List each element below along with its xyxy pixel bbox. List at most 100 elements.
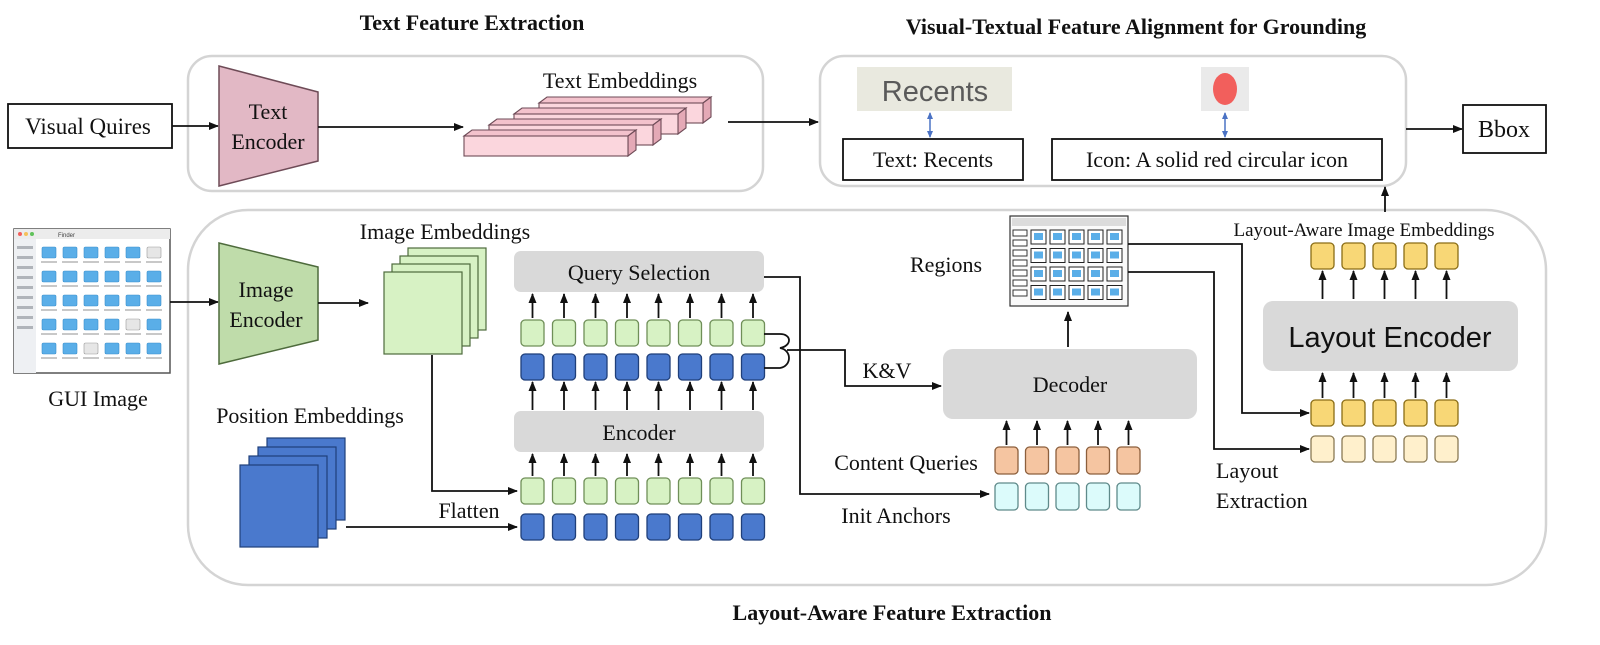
gui-document-icon [125,318,141,331]
recents-crop-text: Recents [882,76,988,108]
encoder-input-token-green [551,477,577,505]
gui-item-caption [62,333,78,335]
position-embeddings-label: Position Embeddings [216,403,404,428]
text-query-box [842,138,1024,181]
text-encoder [218,65,319,187]
gui-item-caption [146,261,162,263]
region-folder [1091,251,1100,259]
anchor-query-token [1024,482,1050,511]
gui-folder-icon [83,246,99,259]
content-query-token [1024,446,1050,475]
region-embedding-token [1341,399,1366,427]
image-embedding-map [383,271,463,355]
region-embedding-token [1403,399,1428,427]
regions-toolbar [1012,218,1126,226]
bbox-box [1462,104,1547,154]
encoder-input-token-green [740,477,766,505]
query-selection-to-anchors-arrow [764,276,990,498]
gui-sidebar-entry [17,306,33,309]
region-folder [1110,233,1119,240]
flatten-label: Flatten [438,498,499,523]
encoder-output-token-blue [551,353,577,381]
gui-folder-icon [83,318,99,331]
layout-aware-embedding-token [1372,242,1397,270]
anchor-query-token [1085,482,1111,511]
region-sidebar-box [1012,239,1028,247]
position-embedding-map [239,464,319,548]
gui-item-caption [83,357,99,359]
region-sidebar-box [1012,249,1028,257]
content-query-token [1116,446,1141,475]
region-folder [1110,288,1119,296]
encoder-input-token-green [646,477,671,505]
gui-item-caption [83,309,99,311]
gui-item-caption [41,309,57,311]
image-embeddings-stack [383,247,487,355]
gui-folder-icon [125,294,141,307]
gui-item-caption [62,357,78,359]
layout-aware-embedding-token [1341,242,1366,270]
gui-folder-icon [104,342,120,355]
text-embedding-bar-top [512,107,688,115]
gui-item-caption [83,285,99,287]
gui-sidebar-entry [17,296,33,299]
regions-label: Regions [910,252,982,277]
encoder-input-token-green [520,477,545,505]
gui-sidebar-entry [17,256,33,259]
text-query-label: Text: Recents [873,147,993,172]
anchor-query-token [1055,482,1080,511]
gui-item-caption [41,285,57,287]
gui-folder-icon [146,270,162,283]
text-extraction-panel [186,54,765,193]
kv-label: K&V [863,358,912,383]
encoder-output-token-green [740,319,766,347]
region-folder [1091,270,1100,277]
layout-feature-token [1341,435,1366,463]
text-embedding-bar-top [487,118,663,126]
content-query-token [994,446,1019,475]
kv-arrow [787,349,942,390]
gui-folder-icon [146,342,162,355]
encoder-output-token-blue [583,353,608,381]
gui-item-caption [62,285,78,287]
region-sidebar-box [1012,269,1028,277]
gui-folder-icon [41,318,57,331]
region-folder [1034,270,1043,277]
gui-document-icon [146,246,162,259]
gui-item-caption [125,261,141,263]
encoder-output-token-green [520,319,545,347]
text-embeddings [462,95,713,158]
gui-item-caption [41,357,57,359]
region-folder [1053,251,1062,259]
gui-document-icon [83,342,99,355]
gui-image-label: GUI Image [48,386,148,411]
encoder-output-token-blue [614,353,640,381]
region-folder [1072,270,1081,277]
image-embeddings-label: Image Embeddings [360,219,530,244]
encoder-input-token-blue [614,513,640,541]
region-embedding-token [1434,399,1459,427]
encoder-input-token-green [709,477,734,505]
gui-folder-icon [104,270,120,283]
encoder-output-token-green [551,319,577,347]
encoder-input-token-blue [551,513,577,541]
section-title-layout-feature-extraction: Layout-Aware Feature Extraction [733,600,1052,625]
gui-item-caption [146,357,162,359]
gui-item-caption [104,333,120,335]
gui-folder-icon [146,318,162,331]
encoder-output-token-blue [520,353,545,381]
encoder-output-token-blue [709,353,734,381]
gui-folder-icon [125,270,141,283]
gui-folder-icon [41,246,57,259]
gui-folder-icon [41,342,57,355]
region-folder [1072,251,1081,259]
gui-folder-icon [104,318,120,331]
region-embedding-token [1372,399,1397,427]
layout-aware-embedding-token [1434,242,1459,270]
gui-folder-icon [104,294,120,307]
gui-folder-icon [62,294,78,307]
gui-item-caption [62,261,78,263]
encoder-output-token-blue [740,353,766,381]
layout-aware-embedding-token [1403,242,1428,270]
gui-item-caption [104,309,120,311]
